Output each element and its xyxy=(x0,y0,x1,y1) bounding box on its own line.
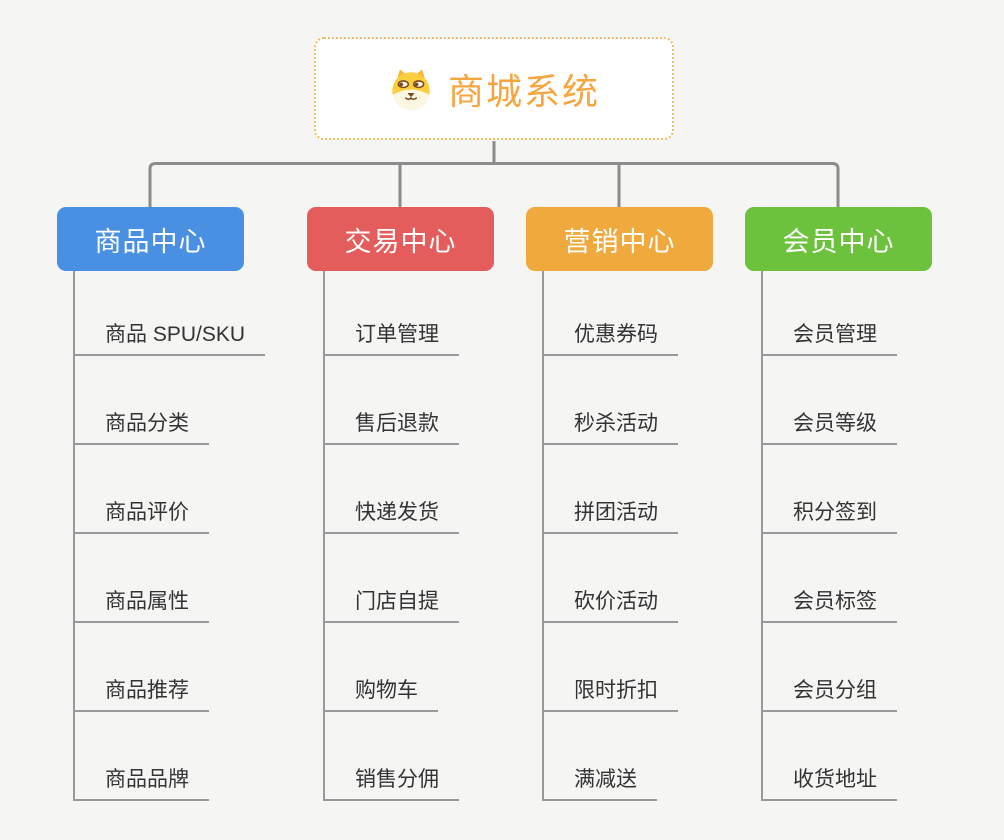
child-topic-label: 拼团活动 xyxy=(574,500,658,524)
child-topic-label: 快递发货 xyxy=(355,500,439,524)
branch-column: 商品中心 商品 SPU/SKU 商品分类 商品评价 商品属性 商品推荐 商品品牌 xyxy=(57,207,317,801)
branch-node[interactable]: 会员中心 xyxy=(745,207,932,271)
branch-column: 交易中心 订单管理 售后退款 快递发货 门店自提 购物车 销售分佣 xyxy=(307,207,567,801)
branch-label: 商品中心 xyxy=(94,226,207,257)
child-topic-label: 会员标签 xyxy=(793,589,877,613)
root-title: 商城系统 xyxy=(447,70,600,112)
child-topic[interactable]: 拼团活动 xyxy=(542,445,678,534)
child-topic[interactable]: 会员分组 xyxy=(761,623,897,712)
child-topic[interactable]: 限时折扣 xyxy=(542,623,678,712)
child-topic[interactable]: 商品 SPU/SKU xyxy=(73,271,266,356)
bus-connector xyxy=(148,162,840,207)
child-topic[interactable]: 门店自提 xyxy=(323,534,459,623)
child-topic[interactable]: 销售分佣 xyxy=(323,712,459,801)
child-topic-label: 商品分类 xyxy=(105,411,189,435)
branch-node[interactable]: 商品中心 xyxy=(57,207,244,271)
child-topic-label: 会员管理 xyxy=(793,322,877,346)
branch-label: 交易中心 xyxy=(344,226,457,257)
child-topic-label: 砍价活动 xyxy=(574,589,658,613)
child-topic-label: 商品推荐 xyxy=(105,678,189,702)
branch-column: 会员中心 会员管理 会员等级 积分签到 会员标签 会员分组 收货地址 xyxy=(745,207,1004,801)
child-topic-label: 商品品牌 xyxy=(105,767,189,791)
child-topic-label: 商品 SPU/SKU xyxy=(105,322,246,346)
child-topic[interactable]: 商品品牌 xyxy=(73,712,209,801)
child-topic-label: 门店自提 xyxy=(355,589,439,613)
child-topic-label: 会员等级 xyxy=(793,411,877,435)
branch-children: 商品 SPU/SKU 商品分类 商品评价 商品属性 商品推荐 商品品牌 xyxy=(73,271,266,801)
child-topic[interactable]: 秒杀活动 xyxy=(542,356,678,445)
child-topic[interactable]: 售后退款 xyxy=(323,356,459,445)
child-topic[interactable]: 会员等级 xyxy=(761,356,897,445)
branch-node[interactable]: 营销中心 xyxy=(526,207,713,271)
child-topic-label: 秒杀活动 xyxy=(574,411,658,435)
child-topic[interactable]: 商品评价 xyxy=(73,445,209,534)
child-topic[interactable]: 商品分类 xyxy=(73,356,209,445)
child-topic[interactable]: 砍价活动 xyxy=(542,534,678,623)
child-topic-label: 售后退款 xyxy=(355,411,439,435)
child-topic-label: 收货地址 xyxy=(793,767,877,791)
branch-node[interactable]: 交易中心 xyxy=(307,207,494,271)
child-topic[interactable]: 积分签到 xyxy=(761,445,897,534)
child-topic[interactable]: 购物车 xyxy=(323,623,438,712)
child-topic-label: 限时折扣 xyxy=(574,678,658,702)
child-topic-label: 商品属性 xyxy=(105,589,189,613)
child-topic-label: 商品评价 xyxy=(105,500,189,524)
root-topic[interactable]: 商城系统 xyxy=(314,37,674,140)
branch-children: 优惠券码 秒杀活动 拼团活动 砍价活动 限时折扣 满减送 xyxy=(542,271,678,801)
child-topic-label: 订单管理 xyxy=(355,322,439,346)
child-topic[interactable]: 商品属性 xyxy=(73,534,209,623)
child-topic[interactable]: 优惠券码 xyxy=(542,271,678,356)
shiba-dog-icon xyxy=(392,68,430,110)
child-topic-label: 销售分佣 xyxy=(355,767,439,791)
branch-children: 会员管理 会员等级 积分签到 会员标签 会员分组 收货地址 xyxy=(761,271,897,801)
child-topic[interactable]: 快递发货 xyxy=(323,445,459,534)
child-topic[interactable]: 会员标签 xyxy=(761,534,897,623)
branch-column: 营销中心 优惠券码 秒杀活动 拼团活动 砍价活动 限时折扣 满减送 xyxy=(526,207,786,801)
child-topic[interactable]: 订单管理 xyxy=(323,271,459,356)
child-topic-label: 会员分组 xyxy=(793,678,877,702)
child-topic[interactable]: 商品推荐 xyxy=(73,623,209,712)
child-topic[interactable]: 会员管理 xyxy=(761,271,897,356)
branch-label: 会员中心 xyxy=(782,226,895,257)
branch-children: 订单管理 售后退款 快递发货 门店自提 购物车 销售分佣 xyxy=(323,271,459,801)
branch-label: 营销中心 xyxy=(563,226,676,257)
child-topic-label: 满减送 xyxy=(574,767,637,791)
child-topic[interactable]: 满减送 xyxy=(542,712,657,801)
child-topic[interactable]: 收货地址 xyxy=(761,712,897,801)
child-topic-label: 优惠券码 xyxy=(574,322,658,346)
child-topic-label: 购物车 xyxy=(355,678,418,702)
child-topic-label: 积分签到 xyxy=(793,500,877,524)
